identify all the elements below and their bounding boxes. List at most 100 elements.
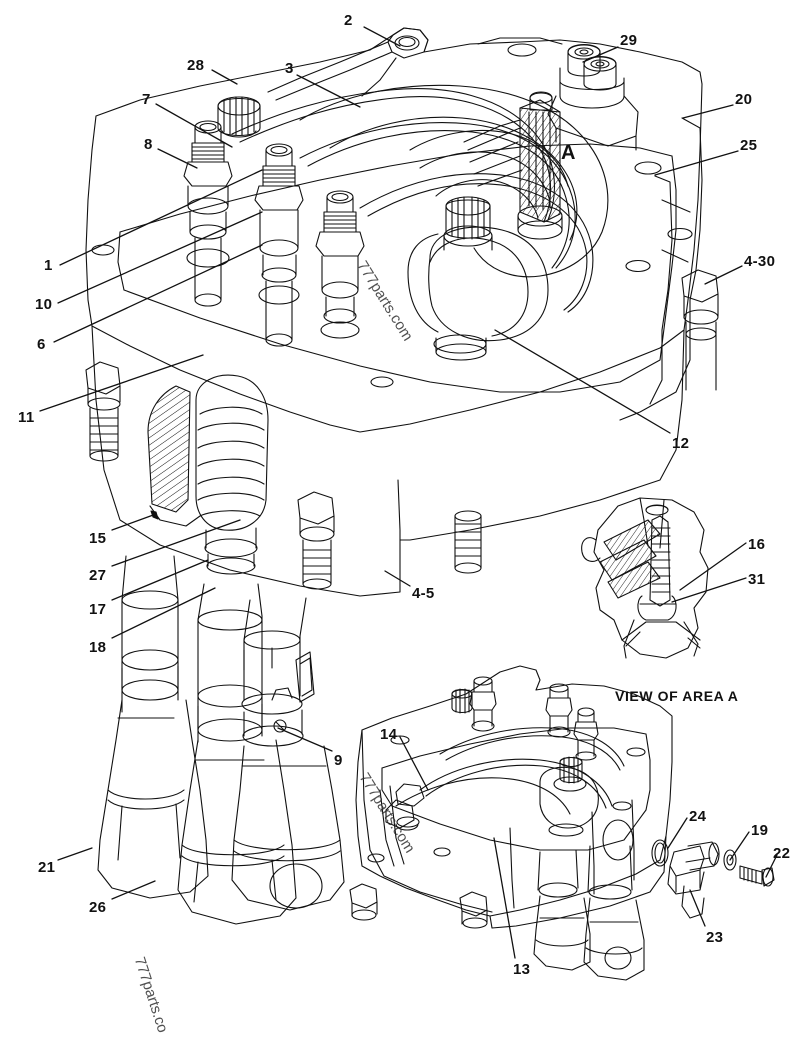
stud-front [454,510,482,574]
exploded-small-parts [651,839,775,919]
leader-line-19 [729,831,750,861]
callout-label-27: 27 [89,567,107,584]
area-a-letter: A [561,142,576,164]
callout-label-16: 16 [748,536,766,553]
second-view-lower-cylinders [533,845,645,981]
callout-label-23: 23 [706,929,724,946]
callout-label-4-5: 4-5 [412,585,435,602]
callout-label-2: 2 [344,12,353,29]
area-a-cutaway [463,91,563,240]
callout-label-10: 10 [35,296,53,313]
callout-label-1: 1 [44,257,53,274]
knurled-cap-28 [217,96,261,138]
bolt-22 [739,865,763,885]
leader-line-13 [493,837,516,959]
twin-boss-fitting-29 [547,43,639,151]
leader-line-27 [111,519,241,567]
view-of-area-a-detail [581,497,709,659]
callout-label-4-30: 4-30 [744,253,776,270]
hydraulic-fitting-right [315,190,365,324]
cutaway-bore-hatched [147,385,201,527]
callout-label-7: 7 [142,91,151,108]
cylinder-upper-stems [121,555,315,703]
lower-cylinder-center [177,615,297,925]
deck-boss-group [186,248,360,339]
callout-label-21: 21 [38,859,56,876]
second-view-fittings [385,676,625,837]
cylindrical-valve-body-12 [407,196,549,361]
callout-label-29: 29 [620,32,638,49]
washer-19 [723,849,737,871]
bolt-center-4-5 [297,491,335,590]
leader-line-16 [679,542,747,591]
bolt-4-30 [681,269,719,391]
leader-line-20 [682,104,734,119]
callout-label-9: 9 [334,752,343,769]
bellows-boot-27 [195,374,269,575]
leader-line-4-30 [704,265,743,285]
leader-line-8 [157,148,198,169]
leader-line-3 [296,74,361,108]
leader-line-11 [39,354,204,412]
right-side-flange [619,117,703,421]
callout-label-31: 31 [748,571,766,588]
callout-label-20: 20 [735,91,753,108]
leader-line-2 [363,26,401,47]
callout-label-14: 14 [380,726,398,743]
leader-line-22 [765,854,778,878]
callout-label-13: 13 [513,961,531,978]
leader-line-21 [57,847,93,861]
rocker-bridge-casting [299,84,609,278]
callout-label-8: 8 [144,136,153,153]
leader-line-14 [399,736,429,791]
hydraulic-fitting-left [183,120,233,307]
leader-line-6 [53,244,263,343]
callout-label-24: 24 [689,808,707,825]
mounting-lug-left [267,27,429,101]
deck-hole-front [370,376,394,388]
leader-line-28 [211,69,238,85]
leader-line-25 [654,150,739,176]
top-deck-contour [117,143,677,393]
callout-label-28: 28 [187,57,205,74]
leader-line-29 [582,46,619,63]
leader-line-31 [671,577,747,603]
callout-label-6: 6 [37,336,46,353]
deck-hole-left [91,244,115,256]
callout-label-18: 18 [89,639,107,656]
leader-line-17 [111,559,209,601]
leader-line-9 [277,727,333,752]
deck-hole-right [634,161,662,175]
leader-line-23 [689,889,706,927]
leader-line-7 [155,103,233,148]
view-of-area-a-caption: VIEW OF AREA A [615,688,739,704]
leader-line-24 [667,817,688,849]
callout-leader-lines [39,26,778,959]
callout-label-25: 25 [740,137,758,154]
callout-label-22: 22 [773,845,791,862]
callout-label-12: 12 [672,435,690,452]
lever-bracket-23 [669,845,705,877]
deck-hole-right-2 [625,259,651,273]
leader-line-4-5 [384,570,411,587]
leader-line-1 [59,169,263,266]
leader-line-26 [111,880,156,900]
hydraulic-fitting-center [254,143,304,347]
o-ring-24 [651,839,669,867]
callout-label-19: 19 [751,822,769,839]
leader-line-10 [57,211,263,304]
callout-label-11: 11 [18,409,35,426]
bolt-left-11 [85,361,121,462]
lower-cylinder-left [97,599,209,899]
callout-label-15: 15 [89,530,107,547]
callout-label-17: 17 [89,601,107,618]
second-assembly-housing [349,665,673,929]
leader-line-18 [111,587,216,639]
leader-line-15 [111,513,157,531]
deck-hole-center [477,37,563,57]
callout-label-26: 26 [89,899,107,916]
callout-label-3: 3 [285,60,294,77]
lower-cylinder-right [231,635,345,911]
